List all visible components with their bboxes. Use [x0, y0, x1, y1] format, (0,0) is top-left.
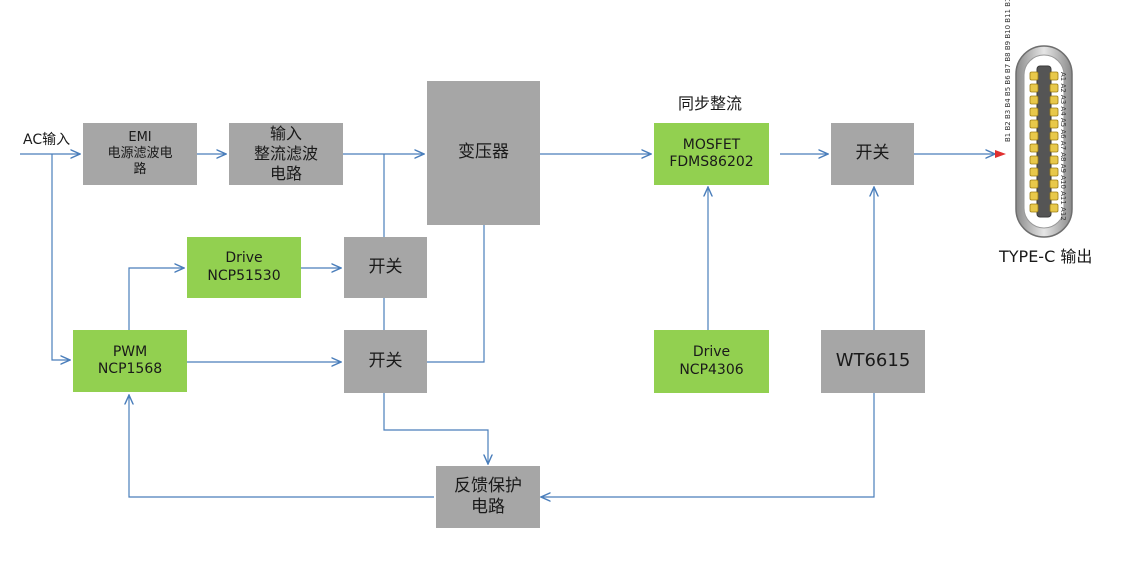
mosfet-block: MOSFET FDMS86202	[654, 123, 769, 185]
usb-c-pin	[1029, 119, 1039, 129]
usb-c-pin	[1029, 155, 1039, 165]
drive-ncp4306-block: Drive NCP4306	[654, 330, 769, 393]
mosfet-line-1: MOSFET	[682, 136, 741, 153]
usb-c-pin	[1029, 95, 1039, 105]
usb-c-pin	[1049, 119, 1059, 129]
line-wt6615-to-feedback	[541, 393, 875, 497]
line-pwm-to-drive-51530	[128, 268, 184, 330]
line-feedback-to-pwm	[129, 395, 434, 498]
usb-c-pin	[1029, 71, 1039, 81]
usb-c-pin-labels-b: B1 B2 B3 B4 B5 B6 B7 B8 B9 B10 B11 B12	[1004, 0, 1012, 142]
feedback-line-1: 反馈保护	[454, 475, 522, 496]
drive-51530-line-1: Drive	[225, 250, 263, 266]
usb-c-pin	[1049, 143, 1059, 153]
drive-ncp51530-block: Drive NCP51530	[187, 237, 301, 298]
pwm-line-1: PWM	[112, 343, 148, 360]
transformer-label: 变压器	[458, 142, 509, 163]
wt6615-block: WT6615	[821, 330, 925, 393]
usb-c-pin	[1029, 83, 1039, 93]
lower-switch-block: 开关	[344, 330, 427, 393]
transformer-block: 变压器	[427, 81, 540, 225]
usb-c-pin	[1049, 203, 1059, 213]
drive-4306-line-1: Drive	[692, 344, 731, 360]
usb-c-pin	[1029, 203, 1039, 213]
usb-c-pins	[1029, 71, 1059, 213]
output-switch-label: 开关	[855, 143, 890, 164]
rectifier-line-1: 输入	[269, 124, 302, 143]
line-ac-to-pwm	[51, 154, 70, 360]
lower-switch-label: 开关	[368, 350, 403, 371]
usb-c-pin	[1049, 155, 1059, 165]
drive-4306-line-2: NCP4306	[679, 361, 744, 378]
usb-c-pin	[1049, 107, 1059, 117]
drive-51530-line-2: NCP51530	[207, 267, 281, 284]
usb-c-pin	[1029, 131, 1039, 141]
ac-input-label: AC输入	[23, 132, 71, 148]
usb-c-pin	[1049, 131, 1059, 141]
emi-line-2: 电源滤波电	[107, 145, 173, 161]
usb-c-pin	[1029, 143, 1039, 153]
usb-c-pin	[1049, 167, 1059, 177]
usb-c-pin	[1029, 107, 1039, 117]
output-switch-block: 开关	[831, 123, 914, 185]
mosfet-line-2: FDMS86202	[669, 154, 754, 170]
line-switch-to-feedback	[383, 393, 488, 464]
pwm-line-2: NCP1568	[97, 361, 163, 377]
usb-c-pin	[1049, 83, 1059, 93]
wt6615-label: WT6615	[835, 350, 911, 372]
rectifier-line-2: 整流滤波	[253, 144, 318, 163]
usb-c-pin	[1029, 167, 1039, 177]
usb-c-pin	[1049, 95, 1059, 105]
line-transformer-to-switch-lower	[427, 225, 485, 363]
usb-c-pin	[1029, 191, 1039, 201]
usb-c-pin	[1029, 179, 1039, 189]
pwm-ncp1568-block: PWM NCP1568	[73, 330, 187, 392]
sync-rectification-title: 同步整流	[678, 94, 743, 113]
rectifier-line-3: 电路	[269, 164, 302, 183]
type-c-output-label: TYPE-C 输出	[999, 247, 1093, 266]
usb-c-pin	[1049, 191, 1059, 201]
upper-switch-label: 开关	[368, 256, 403, 277]
rectifier-filter-block: 输入 整流滤波 电路	[229, 123, 343, 185]
feedback-line-2: 电路	[471, 497, 505, 517]
upper-switch-block: 开关	[344, 237, 427, 298]
emi-line-1: EMI	[128, 129, 152, 145]
usb-c-pin	[1049, 71, 1059, 81]
emi-line-3: 路	[133, 162, 147, 178]
feedback-protection-block: 反馈保护 电路	[436, 466, 540, 528]
red-arrow-tip	[995, 150, 1006, 158]
usb-c-pin-labels-a: A1 A2 A3 A4 A5 A6 A7 A8 A9 A10 A11 A12	[1059, 72, 1067, 221]
emi-filter-block: EMI 电源滤波电 路	[83, 123, 197, 185]
usb-c-pin	[1049, 179, 1059, 189]
